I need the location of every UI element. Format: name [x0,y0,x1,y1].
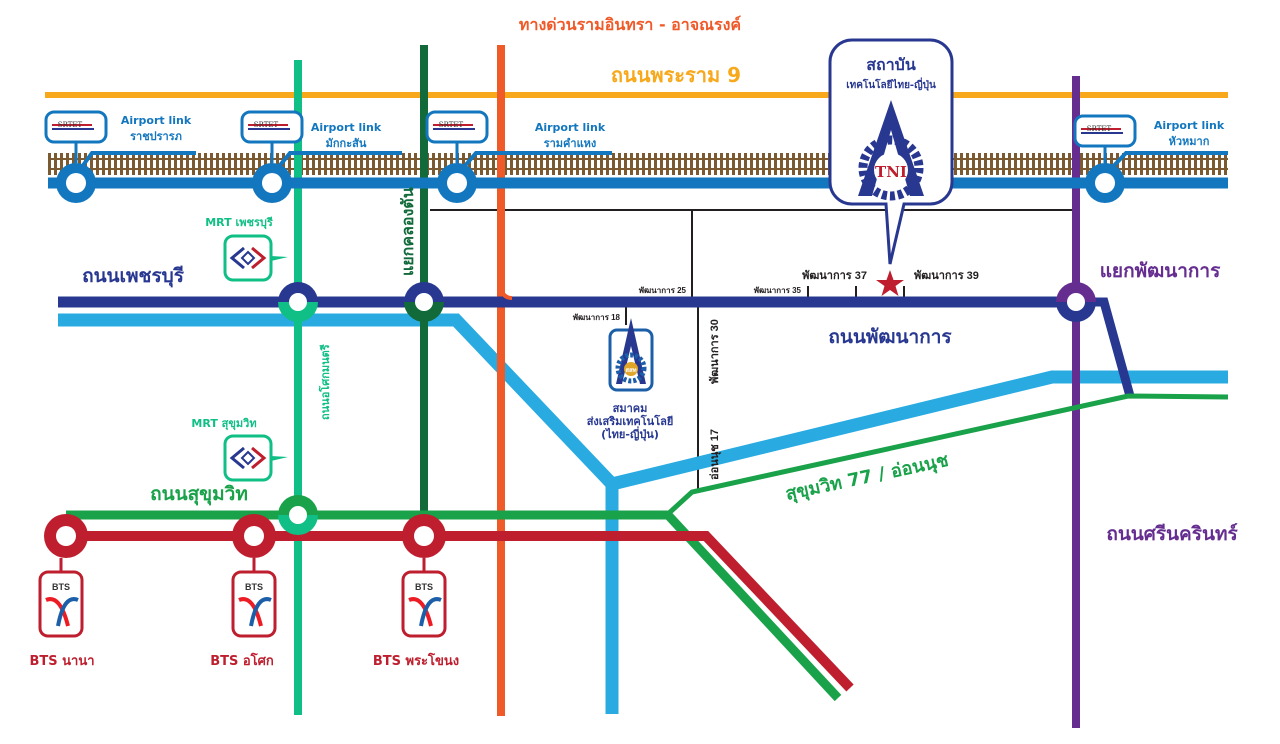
expressway-curve [499,283,513,300]
rama9-label: ถนนพระราม 9 [611,63,741,87]
airport-link-label: Airport link [121,114,192,127]
soi-onnut17-label: อ่อนนุช 17 [709,429,722,480]
asoke-montri-label: ถนนอโศกมนตรี [318,344,332,420]
soi-p30-label: พัฒนาการ 30 [708,319,721,384]
junction-phatthanakan[interactable] [1056,282,1096,322]
airport-link-station-name: มักกะสัน [326,137,367,150]
srt-logo-icon: SRTET [254,121,279,129]
sukhumvit77-road [666,393,1229,516]
bts-station-asok[interactable]: BTS [231,514,277,638]
airport-link-label: Airport link [311,121,382,134]
srinakarin-label: ถนนศรีนครินทร์ [1106,523,1238,545]
airport-link-label: Airport link [535,121,606,134]
bts-nana-label: BTS นานา [29,654,94,669]
srt-logo-icon: SRTET [439,121,464,129]
tni-subtitle: เทคโนโลยีไทย-ญี่ปุ่น [846,77,936,91]
soi-p18-label: พัฒนาการ 18 [573,313,621,322]
airport-link-station-name: ราชปรารภ [130,130,182,143]
airport-link-station-name: หัวหมาก [1169,135,1210,148]
association-name-line2: ส่งเสริมเทคโนโลยี [587,414,674,428]
junction-khlong-tan[interactable] [404,282,444,322]
srt-logo-icon: SRTET [1087,125,1112,133]
star-marker-icon [876,270,904,296]
bts-station-phra-khanong[interactable]: BTS [401,514,447,638]
bts-logo-icon: BTS [245,582,263,592]
srt-logo-icon: SRTET [58,121,83,129]
bts-line [66,531,854,692]
srt-logo-callout: SRTET [425,110,489,163]
light-blue-road [58,313,619,714]
airport-link-station-name: รามคำแหง [544,137,597,150]
association-logo-text: สสท [625,367,636,374]
junction-asoke-phetchaburi[interactable] [278,282,318,322]
sukhumvit-road [66,510,842,702]
tni-title: สถาบัน [866,55,916,74]
khlong-tan-label: แยกคลองตัน [398,187,417,276]
svg-text:TNI: TNI [875,163,907,181]
junction-asoke-sukhumvit[interactable] [278,495,318,535]
minor-roads [430,209,1076,490]
airport-link-station-ratchaprarop[interactable] [56,163,96,203]
srt-logo-callout: SRTET [240,110,304,163]
airport-link-station-huamak[interactable] [1085,163,1125,203]
sukhumvit-label: ถนนสุขุมวิท [150,483,248,506]
sukhumvit77-label: สุขุมวิท 77 / อ่อนนุช [784,450,951,506]
association-name-line1: สมาคม [613,402,648,415]
phatthanakan-junction-label: แยกพัฒนาการ [1100,260,1221,282]
tni-destination-callout[interactable]: สถาบัน เทคโนโลยีไทย-ญี่ปุ่น TNI [828,38,954,265]
phatthanakan-label: ถนนพัฒนาการ [828,326,952,348]
soi-p39-label: พัฒนาการ 39 [914,269,979,282]
association-logo[interactable]: สสท [608,318,654,392]
ramindra-expressway-label: ทางด่วนรามอินทรา - อาจณรงค์ [519,15,741,34]
bts-logo-icon: BTS [52,582,70,592]
bts-station-nana[interactable]: BTS [38,514,88,638]
mrt-phetchaburi-label: MRT เพชรบุรี [205,216,273,230]
bts-asok-label: BTS อโศก [210,652,274,669]
srt-logo-callout: SRTET [1073,114,1137,163]
tni-logo-icon: TNI [858,100,924,201]
phetchaburi-label: ถนนเพชรบุรี [82,265,185,288]
association-name-line3: (ไทย-ญี่ปุ่น) [601,426,659,442]
light-blue-road-east [610,370,1228,491]
airport-link-station-ramkhamhaeng[interactable] [437,163,477,203]
soi-p25-label: พัฒนาการ 25 [639,286,687,295]
soi-p35-label: พัฒนาการ 35 [754,286,802,295]
soi-p37-label: พัฒนาการ 37 [802,269,867,282]
srt-logo-callout: SRTET [44,110,108,163]
railway-track [48,153,1228,175]
mrt-sukhumvit-label: MRT สุขุมวิท [191,417,256,431]
bts-logo-icon: BTS [415,582,433,592]
mrt-phetchaburi-logo[interactable] [223,234,288,282]
airport-link-station-makkasan[interactable] [252,163,292,203]
mrt-sukhumvit-logo[interactable] [223,434,288,482]
airport-link-label: Airport link [1154,119,1225,132]
bts-phra-khanong-label: BTS พระโขนง [373,652,459,669]
